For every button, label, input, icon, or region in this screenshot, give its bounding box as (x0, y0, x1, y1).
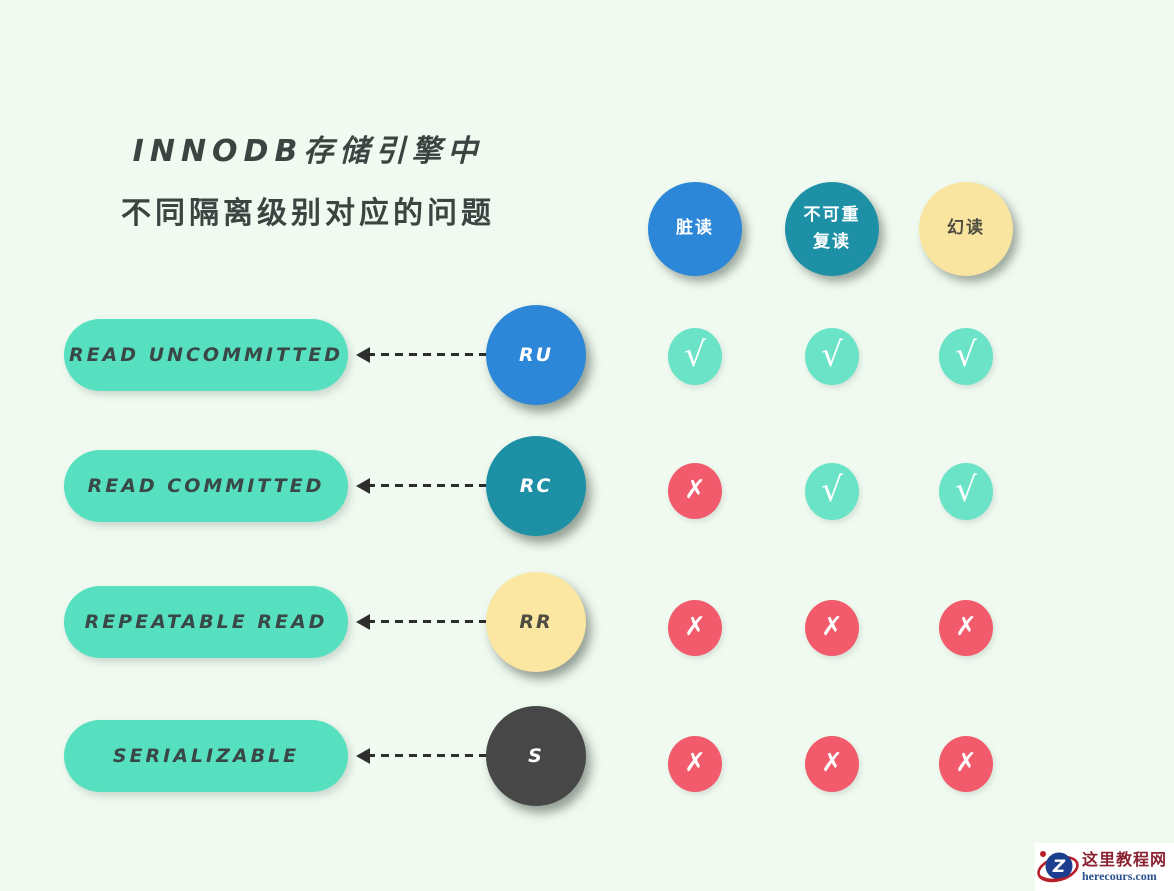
abbr-label: RR (519, 611, 553, 633)
mark-cell: √ (805, 328, 859, 385)
isolation-level-label: READ UNCOMMITTED (68, 344, 344, 366)
isolation-level-label: READ COMMITTED (87, 475, 325, 497)
isolation-level-pill: REPEATABLE READ (64, 586, 348, 658)
diagram-title: INNODB存储引擎中 不同隔离级别对应的问题 (48, 126, 568, 232)
arrow-dashed-line (367, 353, 488, 356)
abbr-circle: S (486, 706, 586, 806)
arrow-head-icon (356, 748, 370, 764)
problem-circle-phantom-read: 幻读 (919, 182, 1013, 276)
dashed-arrow (356, 347, 488, 363)
problem-label: 脏读 (676, 215, 714, 242)
abbr-circle: RU (486, 305, 586, 405)
problem-label: 不可重 复读 (804, 202, 861, 256)
arrow-dashed-line (367, 754, 488, 757)
isolation-level-pill: READ UNCOMMITTED (64, 319, 348, 391)
arrow-dashed-line (367, 620, 488, 623)
watermark-text: 这里教程网 herecours.com (1082, 851, 1167, 883)
problem-label-line: 脏读 (676, 218, 714, 239)
site-url: herecours.com (1082, 868, 1157, 883)
isolation-level-pill: READ COMMITTED (64, 450, 348, 522)
abbr-circle: RR (486, 572, 586, 672)
mark-cell: ✗ (668, 463, 722, 519)
problem-circle-non-repeatable-read: 不可重 复读 (785, 182, 879, 276)
isolation-level-label: SERIALIZABLE (112, 745, 300, 767)
mark-cell: √ (668, 328, 722, 385)
dashed-arrow (356, 478, 488, 494)
problem-label-line: 不可重 (803, 204, 861, 225)
abbr-circle: RC (486, 436, 586, 536)
problem-circle-dirty-read: 脏读 (648, 182, 742, 276)
mark-cell: ✗ (668, 600, 722, 656)
arrow-head-icon (356, 347, 370, 363)
mark-cell: ✗ (805, 600, 859, 656)
mark-cell: ✗ (668, 736, 722, 792)
mark-cell: ✗ (939, 736, 993, 792)
problem-label: 幻读 (947, 215, 985, 242)
arrow-head-icon (356, 614, 370, 630)
site-name: 这里教程网 (1082, 850, 1168, 869)
problem-label-line: 幻读 (947, 218, 985, 239)
isolation-level-label: REPEATABLE READ (84, 611, 328, 633)
abbr-label: RC (519, 475, 553, 497)
problem-label-line: 复读 (813, 232, 851, 252)
abbr-label: S (528, 745, 544, 767)
title-line-2: 不同隔离级别对应的问题 (121, 196, 495, 231)
mark-cell: √ (805, 463, 859, 520)
mark-cell: ✗ (939, 600, 993, 656)
arrow-dashed-line (367, 484, 488, 487)
mark-cell: √ (939, 463, 993, 520)
svg-text:Z: Z (1052, 857, 1066, 877)
isolation-level-pill: SERIALIZABLE (64, 720, 348, 792)
dashed-arrow (356, 614, 488, 630)
watermark: Z 这里教程网 herecours.com (1035, 843, 1174, 891)
arrow-head-icon (356, 478, 370, 494)
mark-cell: √ (939, 328, 993, 385)
dashed-arrow (356, 748, 488, 764)
mark-cell: ✗ (805, 736, 859, 792)
title-line-1: INNODB存储引擎中 (132, 134, 484, 169)
abbr-label: RU (518, 344, 554, 366)
site-logo-icon: Z (1037, 851, 1079, 883)
